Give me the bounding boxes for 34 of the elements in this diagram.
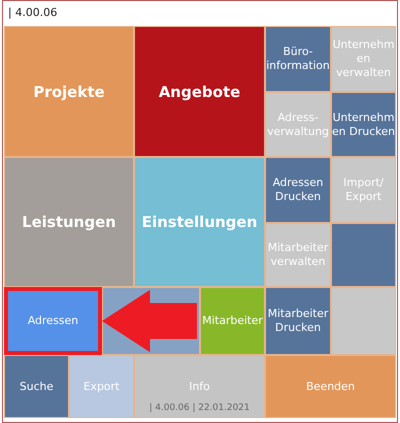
window-title: | 4.00.06 — [8, 6, 58, 19]
menu-tile — [331, 26, 396, 92]
menu-tile — [265, 157, 331, 223]
tile-label: Mitarbeiter — [202, 314, 263, 328]
menu-tile — [331, 92, 396, 157]
menu-tile — [265, 287, 331, 355]
menu-tile — [134, 355, 265, 418]
menu-tile — [134, 157, 265, 287]
tile-label: Adressen Drucken — [272, 176, 324, 204]
tile-label: Projekte — [33, 84, 105, 98]
menu-tile — [69, 355, 134, 418]
menu-tile — [134, 26, 265, 157]
tile-label: Unternehmen Drucken — [332, 110, 395, 138]
menu-tile — [4, 355, 69, 418]
menu-tile — [331, 157, 396, 223]
tile-label: Export — [83, 380, 120, 394]
menu-tile — [265, 223, 331, 287]
menu-tile — [4, 287, 102, 355]
tile-label: Angebote — [158, 84, 240, 98]
tile-label: Suche — [20, 380, 54, 394]
menu-tile — [265, 355, 396, 418]
tile-label: Info — [189, 380, 210, 394]
tile-label: Einstellungen — [142, 215, 258, 229]
tile-label: Leistungen — [22, 215, 116, 229]
tile-label: Mitarbeiter Drucken — [266, 307, 330, 335]
tile-label: Adressen — [28, 314, 78, 328]
menu-tile — [265, 26, 331, 92]
menu-tile — [4, 157, 134, 287]
tile-label: Büro-information — [266, 45, 330, 73]
menu-tile — [265, 92, 331, 157]
tile-label: Beenden — [306, 380, 355, 394]
menu-tile — [200, 287, 265, 355]
menu-tile — [4, 26, 134, 157]
version-footer: | 4.00.06 | 22.01.2021 — [135, 401, 264, 415]
